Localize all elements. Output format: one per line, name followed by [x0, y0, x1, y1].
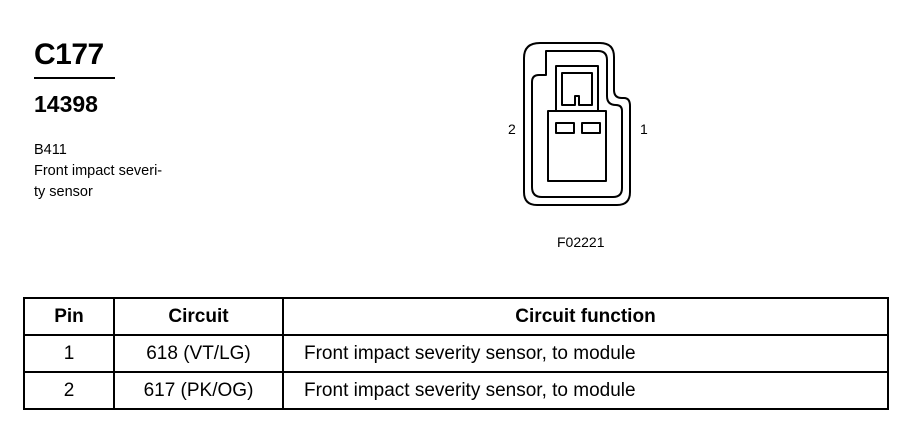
figure-id: F02221: [557, 234, 605, 250]
cell-circuit: 618 (VT/LG): [113, 334, 284, 373]
part-number: 14398: [34, 91, 98, 117]
connector-outer-shell: [523, 42, 631, 206]
connector-id-underline: [34, 77, 115, 79]
header-pin: Pin: [23, 297, 115, 336]
terminal-block: [547, 110, 607, 182]
header-circuit: Circuit: [113, 297, 284, 336]
table-row: 2 617 (PK/OG) Front impact severity sens…: [23, 371, 889, 410]
terminal-cavity-1: [581, 122, 601, 134]
cell-pin: 2: [23, 371, 115, 410]
cell-circuit: 617 (PK/OG): [113, 371, 284, 410]
connector-inner-shell: [531, 50, 623, 198]
cell-circuit-function: Front impact severity sensor, to module: [282, 334, 889, 373]
terminal-cavity-2: [555, 122, 575, 134]
connector-id: C177: [34, 38, 104, 71]
connector-face-diagram: [523, 42, 631, 206]
cell-pin: 1: [23, 334, 115, 373]
table-header-row: Pin Circuit Circuit function: [23, 297, 889, 336]
pin-table: Pin Circuit Circuit function 1 618 (VT/L…: [23, 297, 889, 410]
table-row: 1 618 (VT/LG) Front impact severity sens…: [23, 334, 889, 373]
component-code: B411: [34, 142, 67, 158]
connector-latch-tab: [561, 72, 593, 106]
pin-label-1: 1: [640, 121, 648, 137]
description-line-1: Front impact severi-: [34, 163, 163, 179]
header-circuit-function: Circuit function: [282, 297, 889, 336]
component-description: B411 Front impact severi- ty sensor: [34, 140, 204, 203]
description-line-2: ty sensor: [34, 184, 93, 200]
cell-circuit-function: Front impact severity sensor, to module: [282, 371, 889, 410]
pin-label-2: 2: [508, 121, 516, 137]
